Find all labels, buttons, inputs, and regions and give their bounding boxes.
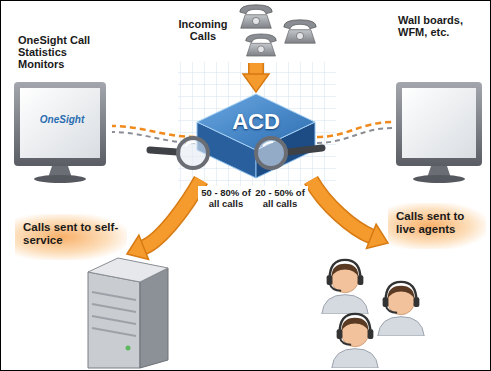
percentage-label: 50 - 80% of all calls xyxy=(198,186,254,210)
arrow-body xyxy=(311,180,371,236)
dashed-line xyxy=(112,126,195,137)
server-tower-part xyxy=(92,292,136,336)
wallboard-monitor: Wall boards, WFM, etc. xyxy=(392,14,484,174)
monitor-heading: OneSight Call Statistics Monitors xyxy=(12,34,112,70)
server-tower-part xyxy=(88,258,168,282)
live-agents-label: Calls sent to live agents xyxy=(396,210,478,236)
wallboard-heading: Wall boards, WFM, etc. xyxy=(392,14,478,38)
arrowhead xyxy=(127,235,149,259)
live-agents-part xyxy=(322,260,368,314)
right-monitor-part xyxy=(402,88,476,158)
server-tower-part xyxy=(88,272,140,368)
server-tower xyxy=(88,258,168,368)
incoming-calls-group: Incoming Calls xyxy=(176,6,336,63)
arrowhead xyxy=(366,224,388,248)
left-magnifier xyxy=(150,138,208,168)
left-monitor xyxy=(14,82,106,183)
acd-label: ACD xyxy=(195,109,317,135)
right-monitor xyxy=(396,82,482,183)
server-tower-part xyxy=(140,268,168,368)
live-agents-part xyxy=(332,314,378,368)
acd-grid xyxy=(178,62,336,190)
right-magnifier-part xyxy=(263,142,273,146)
arrow-outline xyxy=(311,180,371,236)
self-service-label: Calls sent to self-service xyxy=(23,221,119,247)
arrow-outline xyxy=(144,180,201,247)
acd-cube: ACD xyxy=(195,92,317,180)
phone-icons-part xyxy=(240,5,272,28)
right-magnifier xyxy=(256,138,322,168)
flow-arrow xyxy=(127,180,201,259)
live-agents xyxy=(322,260,424,368)
live-agents-band: Calls sent to live agents xyxy=(388,203,486,249)
phone-icons-part xyxy=(284,20,316,43)
cube-outline xyxy=(195,92,317,180)
incoming-label: Incoming Calls xyxy=(176,18,230,42)
onesight-logo: OneSight xyxy=(12,114,112,125)
left-magnifier-part xyxy=(178,138,208,168)
arrowhead xyxy=(243,74,269,92)
live-agents-part xyxy=(378,282,424,336)
right-monitor-part xyxy=(396,82,482,166)
right-magnifier-part xyxy=(256,138,286,168)
flow-arrow xyxy=(311,180,388,248)
flow-arrow xyxy=(243,63,269,92)
server-tower-part xyxy=(126,346,131,351)
self-service-band: Calls sent to self-service xyxy=(15,214,127,260)
left-magnifier-part xyxy=(150,150,177,152)
phone-icons-part xyxy=(246,34,277,56)
stats-monitor: OneSight Call Statistics MonitorsOneSigh… xyxy=(12,34,112,184)
right-monitor-part xyxy=(413,175,465,183)
phone-icons xyxy=(240,5,316,56)
arrow-body xyxy=(144,180,201,247)
right-magnifier-part xyxy=(288,148,322,152)
monitor-link xyxy=(317,122,392,143)
left-monitor-part xyxy=(34,175,86,183)
dashed-line xyxy=(317,122,392,137)
left-magnifier-part xyxy=(185,142,195,146)
percentage-label: 20 - 50% of all calls xyxy=(252,186,308,210)
